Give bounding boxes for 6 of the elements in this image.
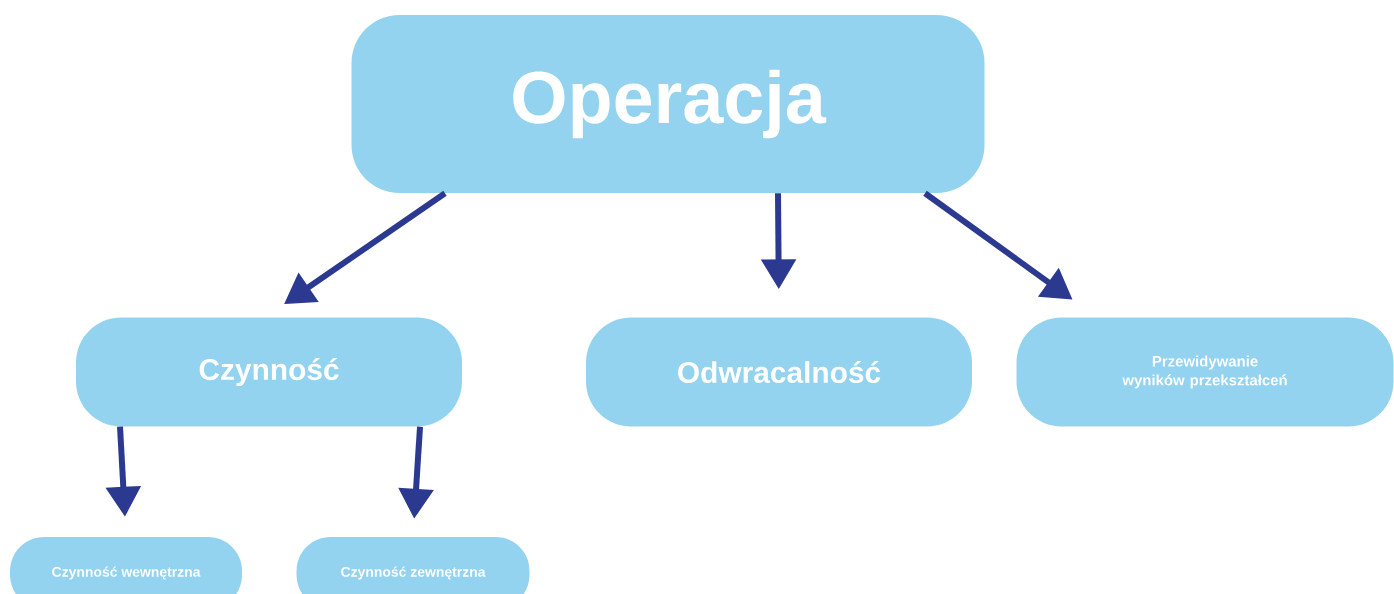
rounded-box: Czynność zewnętrzna (296, 537, 530, 594)
rounded-box: Odwracalność (586, 317, 972, 427)
rounded-box: Czynność wewnętrzna (10, 537, 242, 594)
rounded-box: Czynność (76, 317, 462, 427)
rounded-box: Przewidywanie wyników przekształceń (1016, 317, 1394, 427)
rounded-box: Operacja (351, 15, 985, 193)
